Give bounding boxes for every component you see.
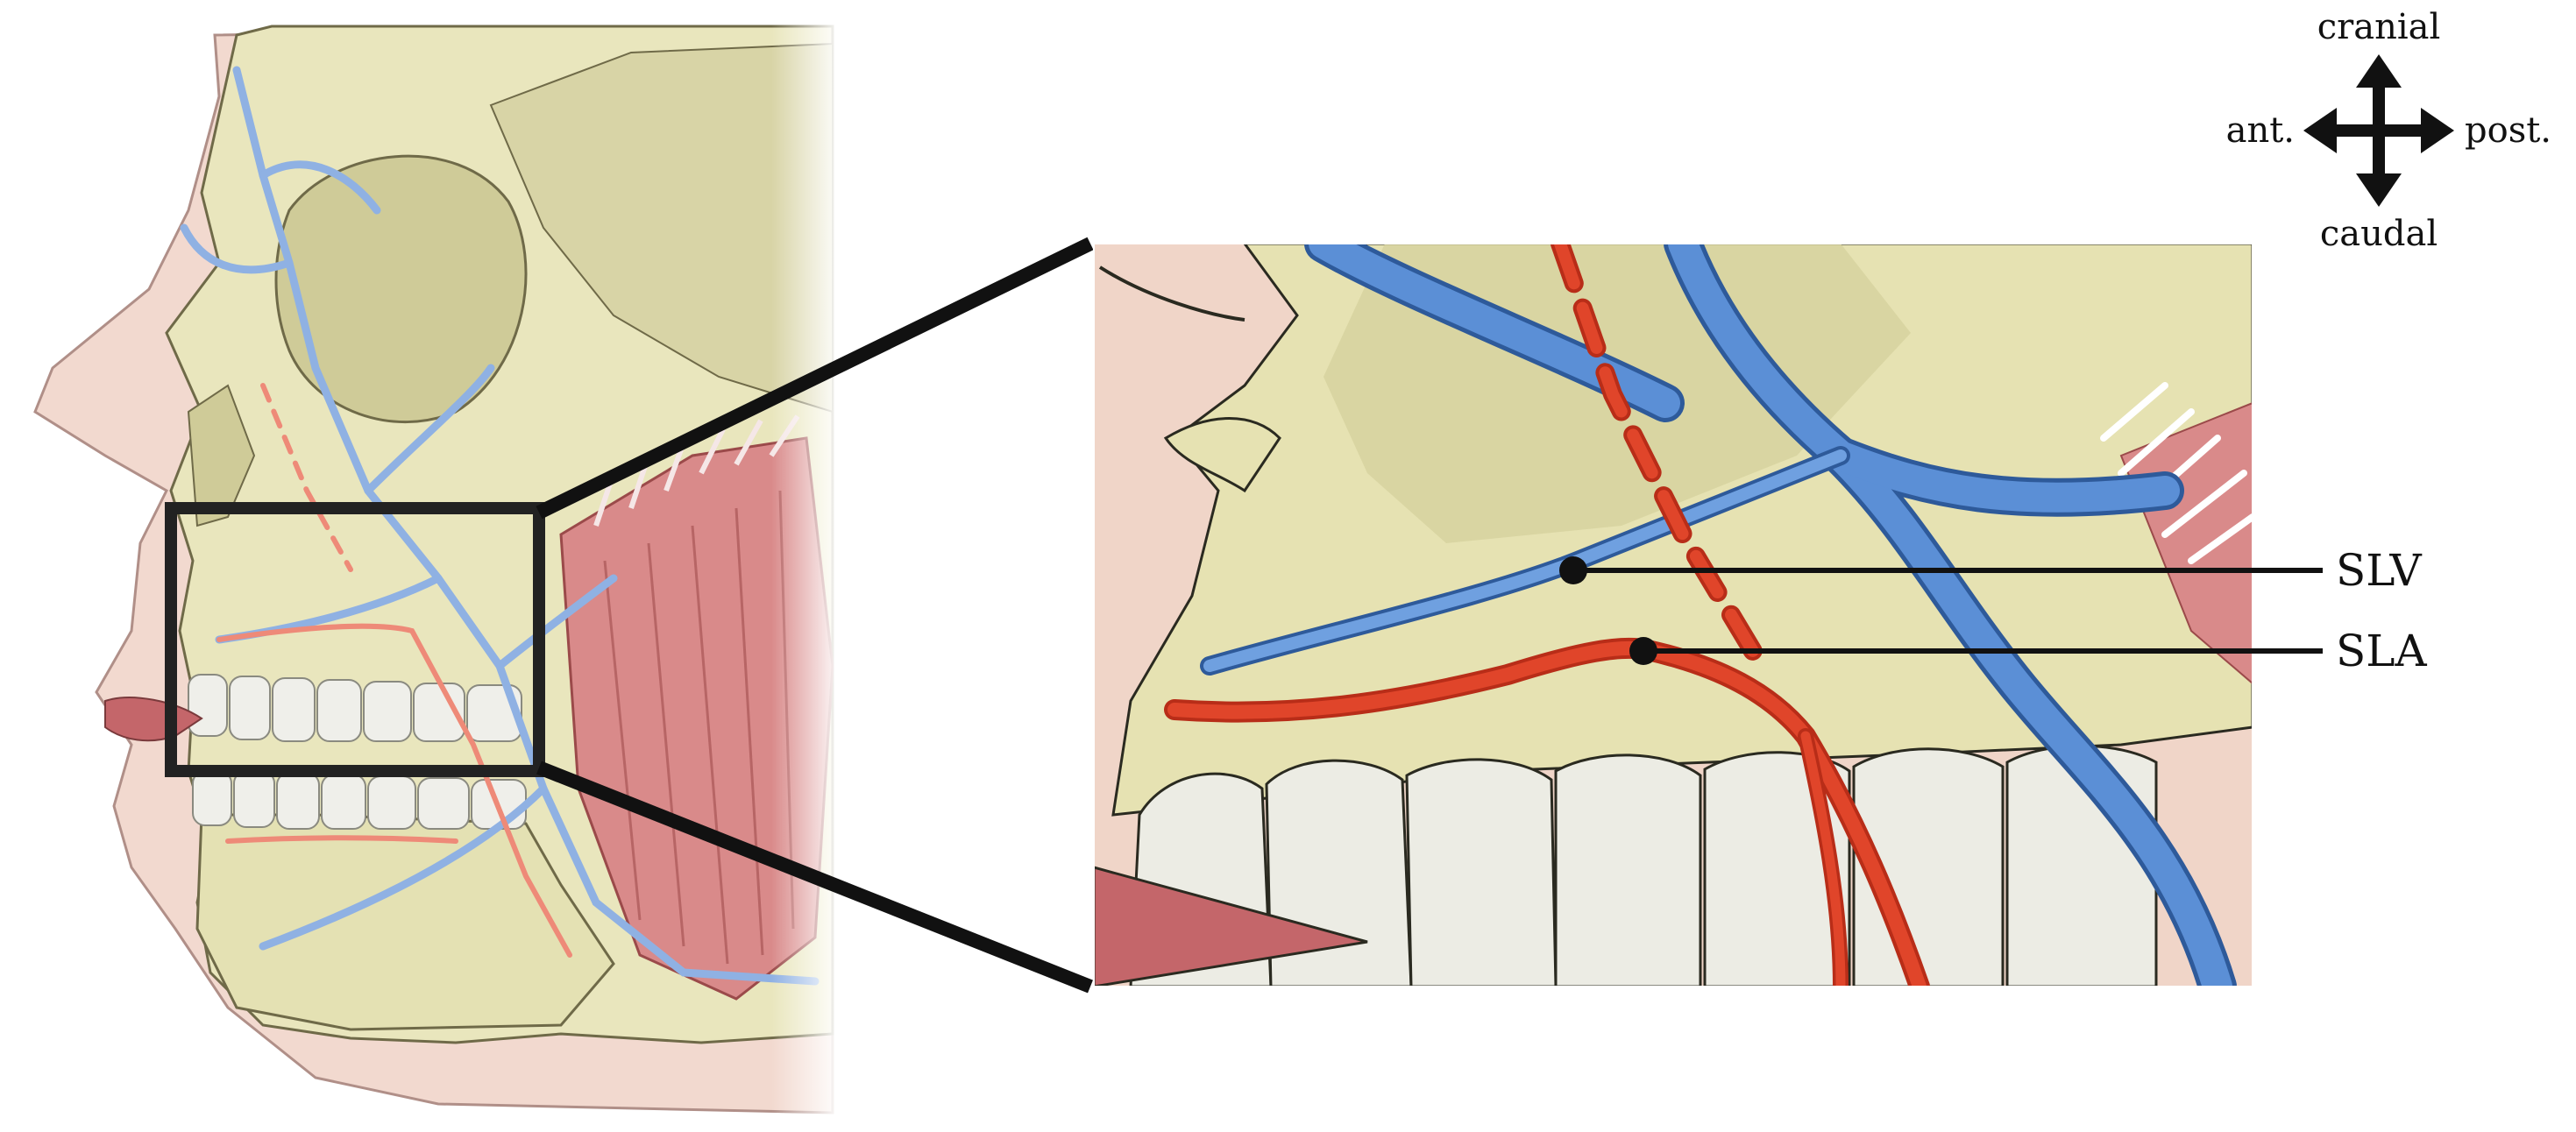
upper-teeth [188, 674, 522, 742]
slv-annotation: SLV [1559, 545, 2423, 596]
compass-anterior-label: ant. [2226, 110, 2295, 151]
tendon-fibers [2100, 382, 2253, 564]
zoom-panel-frame [1093, 243, 2253, 987]
compass-arrows [2303, 54, 2454, 207]
orbit [274, 154, 528, 424]
skull-overview-illustration [33, 0, 855, 1132]
sla-label: SLA [2336, 626, 2427, 676]
lips [104, 697, 203, 742]
fade-overlay [771, 18, 841, 1121]
facial-arteries-overview [216, 383, 572, 958]
zoomed-lip [1094, 866, 1368, 987]
zoomed-detail-panel [1094, 244, 2253, 987]
sla-annotation: SLA [1629, 626, 2427, 676]
skin-fold [1098, 265, 1245, 322]
slv-label: SLV [2336, 545, 2423, 596]
compass-cranial-label: cranial [2317, 7, 2441, 47]
orientation-compass: cranial caudal ant. post. [2226, 7, 2551, 254]
zoom-connector-bottom [536, 761, 1093, 994]
compass-caudal-label: caudal [2320, 214, 2438, 254]
zoom-selection-box [165, 502, 545, 777]
zoom-connector-top [536, 237, 1094, 520]
zygomatic-process [1163, 417, 1281, 493]
facial-veins-overview [180, 66, 820, 986]
compass-posterior-label: post. [2465, 110, 2551, 151]
